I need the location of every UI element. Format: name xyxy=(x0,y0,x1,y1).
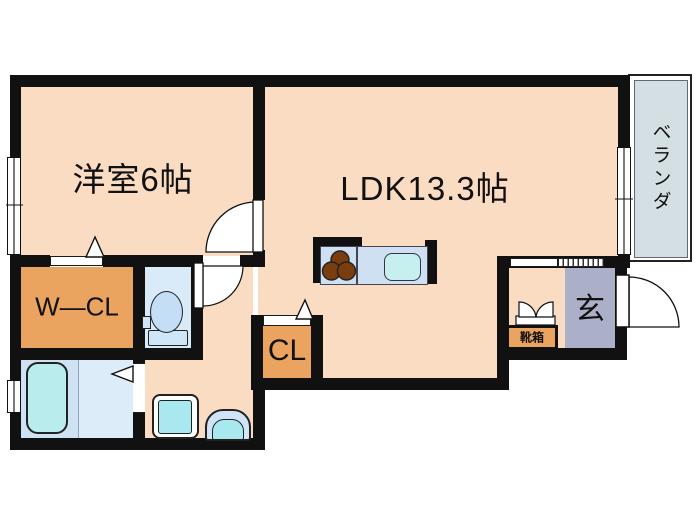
kitchen-divider xyxy=(356,246,358,285)
washing-machine-icon xyxy=(158,400,192,434)
wall-entry-bottom xyxy=(497,348,627,360)
kitchen-wall-right xyxy=(425,240,437,284)
kitchen-sink-icon xyxy=(384,253,421,281)
wall-closet-right xyxy=(311,315,323,390)
entrance-label: 玄 xyxy=(575,293,605,326)
wall-top xyxy=(10,75,630,87)
entry-step-edge xyxy=(558,258,604,267)
ldk-floor-upper xyxy=(258,82,624,264)
shoebox-label: 靴箱 xyxy=(519,330,545,345)
entrance-door xyxy=(615,274,680,328)
wcl-door-marker xyxy=(84,235,106,258)
shoe-box xyxy=(506,325,558,350)
closet-opening xyxy=(263,315,311,326)
ldk-label: LDK13.3帖 xyxy=(340,170,510,207)
window-mullions xyxy=(6,148,633,412)
wcl-label: W―CL xyxy=(35,291,119,322)
wall-bedroom-bottom-c xyxy=(240,255,265,267)
closet-room xyxy=(263,326,311,378)
wall-washroom-right xyxy=(253,388,265,450)
toilet-control-icon xyxy=(142,316,151,329)
bathtub-icon xyxy=(26,362,68,434)
wall-bedroom-ldk xyxy=(253,87,265,200)
wall-wcl-toilet-bottom xyxy=(10,348,203,360)
kitchen-wall-top xyxy=(313,237,362,248)
closet-door-marker xyxy=(294,298,315,320)
hallway-doorway xyxy=(203,256,240,266)
toilet-bowl-icon xyxy=(150,291,183,333)
entrance-room xyxy=(565,268,615,348)
washbasin-bowl-icon xyxy=(212,419,244,440)
wall-bedroom-bottom-a xyxy=(10,255,50,267)
shoebox-doors-icon xyxy=(515,301,556,326)
entry-opening xyxy=(510,258,558,267)
bedroom-label: 洋室6帖 xyxy=(72,161,194,198)
stove-icon xyxy=(321,250,357,281)
walk-in-closet-room xyxy=(21,267,133,348)
veranda-deck xyxy=(634,80,688,258)
closet-label: CL xyxy=(267,334,307,367)
hallway-door xyxy=(193,262,244,309)
veranda xyxy=(628,74,692,262)
veranda-label: ベランダ xyxy=(649,122,671,214)
bathroom-doorway xyxy=(133,363,145,413)
bedroom-door xyxy=(205,199,264,253)
wall-bedroom-bottom-b xyxy=(103,255,203,267)
bathroom-door-marker xyxy=(110,364,134,384)
wall-closet-left xyxy=(251,315,263,390)
wcl-opening xyxy=(50,256,103,266)
wall-ldk-bottom xyxy=(251,378,509,390)
